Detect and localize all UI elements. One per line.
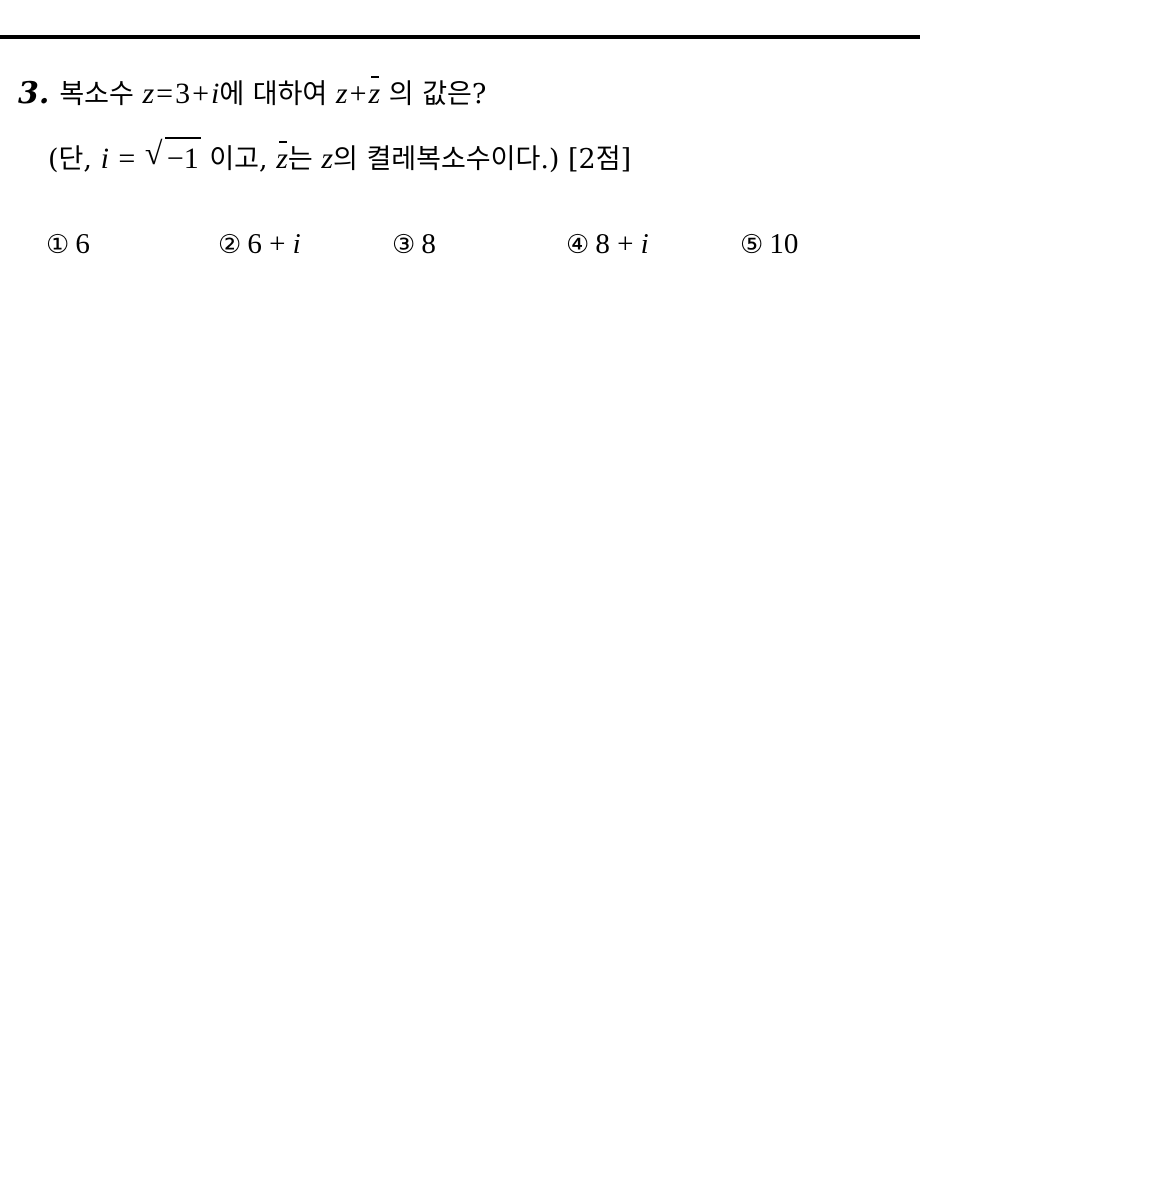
question-3: 3.복소수 z=3+i에 대하여 z+z 의 값은? (단, i = √−1 이… <box>18 74 918 180</box>
stem-math-expression: z=3+i <box>142 77 219 110</box>
top-divider <box>0 35 920 39</box>
equals-sign: = <box>118 142 136 175</box>
var-z: z <box>321 142 334 175</box>
choice-text: 6 + i <box>247 228 301 260</box>
choice-marker: ⑤ <box>740 230 764 260</box>
condition-open: (단, <box>48 144 92 175</box>
plus-sign: + <box>192 77 209 110</box>
condition-z-wrap: z <box>321 142 333 175</box>
equals-sign: = <box>156 77 174 110</box>
condition-mid: 이고, <box>209 144 268 175</box>
condition-mid-2: 는 <box>287 144 313 175</box>
radicand: −1 <box>164 137 201 179</box>
condition-end: 의 켤레복소수이다.) [2점] <box>333 144 632 175</box>
square-root: √−1 <box>145 135 201 179</box>
var-z-conjugate: z <box>276 139 288 179</box>
radical-sign: √ <box>144 135 163 171</box>
question-number: 3. <box>18 76 50 111</box>
choice-text: 6 <box>75 228 90 260</box>
var-z-conjugate: z <box>368 74 380 114</box>
choice-text: 8 <box>421 228 436 260</box>
question-stem: 3.복소수 z=3+i에 대하여 z+z 의 값은? <box>18 74 918 115</box>
number-three: 3 <box>175 77 191 110</box>
var-i: i <box>210 77 220 110</box>
choice-text: 8 + i <box>595 228 649 260</box>
stem-suffix-2: 의 값은? <box>388 79 487 110</box>
stem-suffix-1: 에 대하여 <box>219 79 328 110</box>
condition-i-definition: i = √−1 <box>100 135 201 175</box>
condition-zbar-wrap: z <box>276 141 288 175</box>
question-condition: (단, i = √−1 이고, z는 z의 켤레복소수이다.) [2점] <box>18 135 918 180</box>
choice-text: 10 <box>769 228 799 260</box>
var-z: z <box>142 77 155 110</box>
choice-marker: ① <box>46 230 70 260</box>
choice-marker: ③ <box>392 230 416 260</box>
choice-marker: ② <box>218 230 242 260</box>
stem-prefix: 복소수 <box>59 79 134 110</box>
var-i: i <box>100 142 109 175</box>
plus-sign: + <box>349 77 367 110</box>
choice-marker: ④ <box>566 230 590 260</box>
stem-sum-expression: z+z <box>335 76 380 110</box>
var-z: z <box>335 77 348 110</box>
